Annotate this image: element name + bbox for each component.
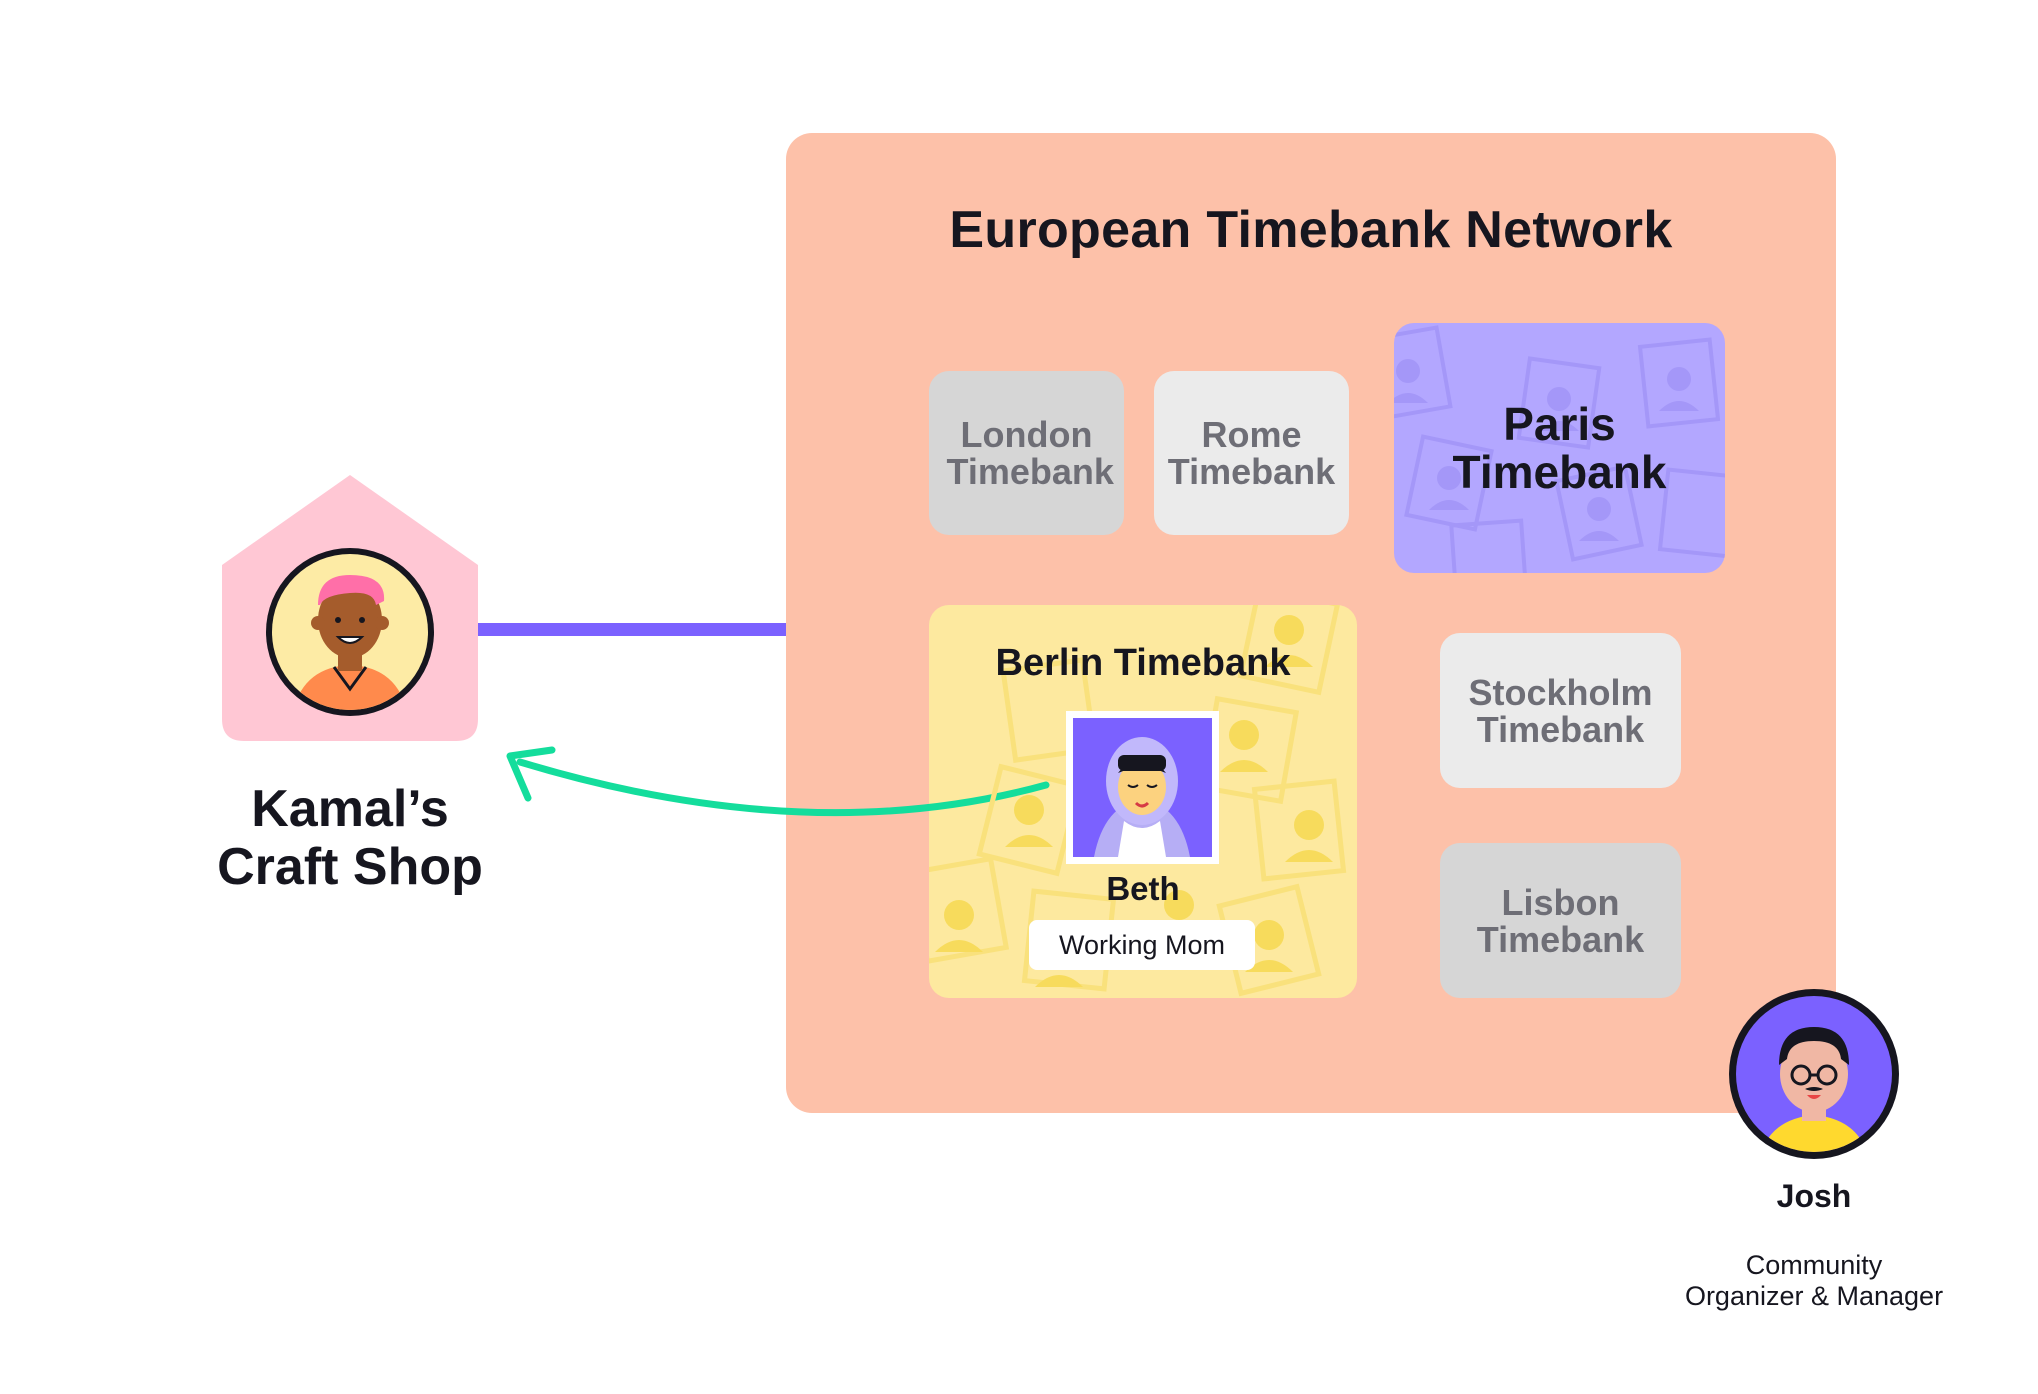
tile-lisbon[interactable]: Lisbon Timebank — [1440, 843, 1681, 998]
shop-house-icon[interactable] — [222, 475, 478, 741]
beth-avatar[interactable] — [1066, 711, 1219, 864]
stamp-pattern — [1394, 325, 1725, 573]
member-role-badge: Working Mom — [1029, 920, 1255, 970]
tile-paris[interactable]: Paris Timebank — [1394, 323, 1725, 573]
organizer-role: Community Organizer & Manager — [1684, 1250, 1944, 1311]
flow-arrow — [506, 746, 1050, 817]
tile-london-label: London Timebank — [946, 414, 1114, 492]
tile-paris-label: Paris Timebank — [1452, 398, 1667, 498]
tile-lisbon-label: Lisbon Timebank — [1476, 881, 1645, 960]
network-title: European Timebank Network — [949, 201, 1673, 259]
tile-stockholm[interactable]: Stockholm Timebank — [1440, 633, 1681, 788]
tile-rome[interactable]: Rome Timebank — [1154, 371, 1349, 535]
josh-avatar[interactable] — [1729, 989, 1899, 1159]
organizer-name: Josh — [1776, 1178, 1852, 1214]
tile-stockholm-label: Stockholm Timebank — [1468, 671, 1653, 750]
tile-berlin[interactable]: Berlin Timebank Beth Working Mom — [929, 605, 1357, 998]
connector-line — [470, 623, 790, 636]
tile-berlin-label: Berlin Timebank — [995, 642, 1291, 684]
shop-name: Kamal’s Craft Shop — [217, 780, 483, 896]
tile-london[interactable]: London Timebank — [929, 371, 1124, 535]
tile-rome-label: Rome Timebank — [1167, 414, 1336, 492]
member-name: Beth — [1106, 870, 1180, 907]
beth-portrait — [1073, 718, 1212, 857]
